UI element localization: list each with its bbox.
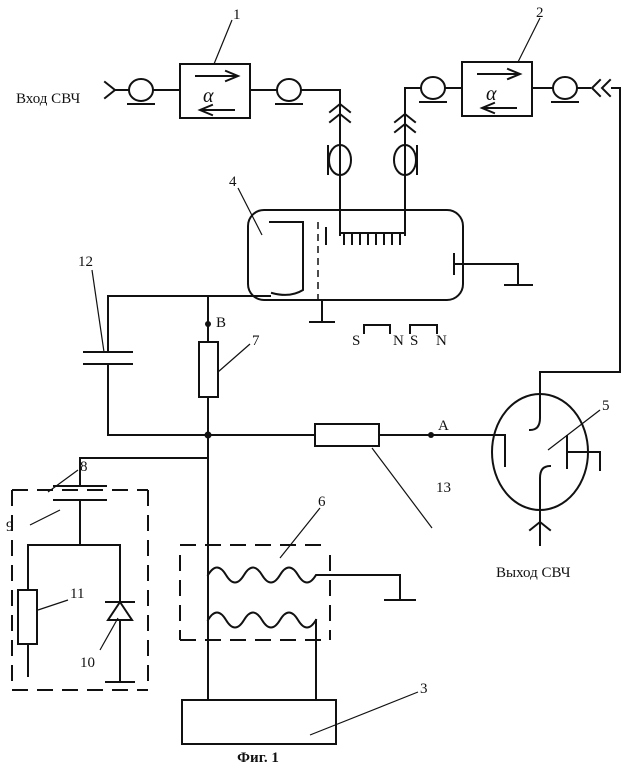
callout-13: 13 (436, 480, 451, 496)
line-2-to-5 (532, 77, 620, 392)
callout-4: 4 (229, 174, 237, 190)
isolator-2 (462, 62, 532, 116)
magnet-s-2: S (410, 333, 418, 349)
point-a-label: A (438, 418, 449, 434)
isolator-2-alpha: α (486, 83, 497, 105)
slow-wave-teeth (344, 233, 400, 244)
callout-2: 2 (536, 5, 544, 21)
isolator-1 (180, 64, 250, 118)
callout-11: 11 (70, 586, 84, 602)
power-supply-3 (182, 700, 336, 744)
callout-3: 3 (420, 681, 428, 697)
magnet-n-1: N (393, 333, 404, 349)
magnets (364, 325, 437, 333)
device-5 (492, 392, 600, 545)
callout-12: 12 (78, 254, 93, 270)
block-9 (12, 458, 208, 690)
callout-6: 6 (318, 494, 326, 510)
figure-caption: Фиг. 1 (237, 750, 279, 766)
device-4-tube (248, 210, 532, 322)
callout-1: 1 (233, 7, 241, 23)
callout-5: 5 (602, 398, 610, 414)
magnet-s-1: S (352, 333, 360, 349)
callout-8: 8 (80, 459, 88, 475)
callout-10: 10 (80, 655, 95, 671)
input-line (105, 79, 180, 104)
callout-7: 7 (252, 333, 260, 349)
point-b-label: B (216, 315, 226, 331)
input-label: Вход СВЧ (16, 91, 80, 107)
magnet-n-2: N (436, 333, 447, 349)
output-label: Выход СВЧ (496, 565, 571, 581)
line-1-to-4 (250, 79, 351, 235)
transformer-6 (180, 545, 415, 700)
isolator-1-alpha: α (203, 85, 214, 107)
callout-9: 9 (6, 519, 14, 535)
resistor-13 (315, 424, 493, 446)
